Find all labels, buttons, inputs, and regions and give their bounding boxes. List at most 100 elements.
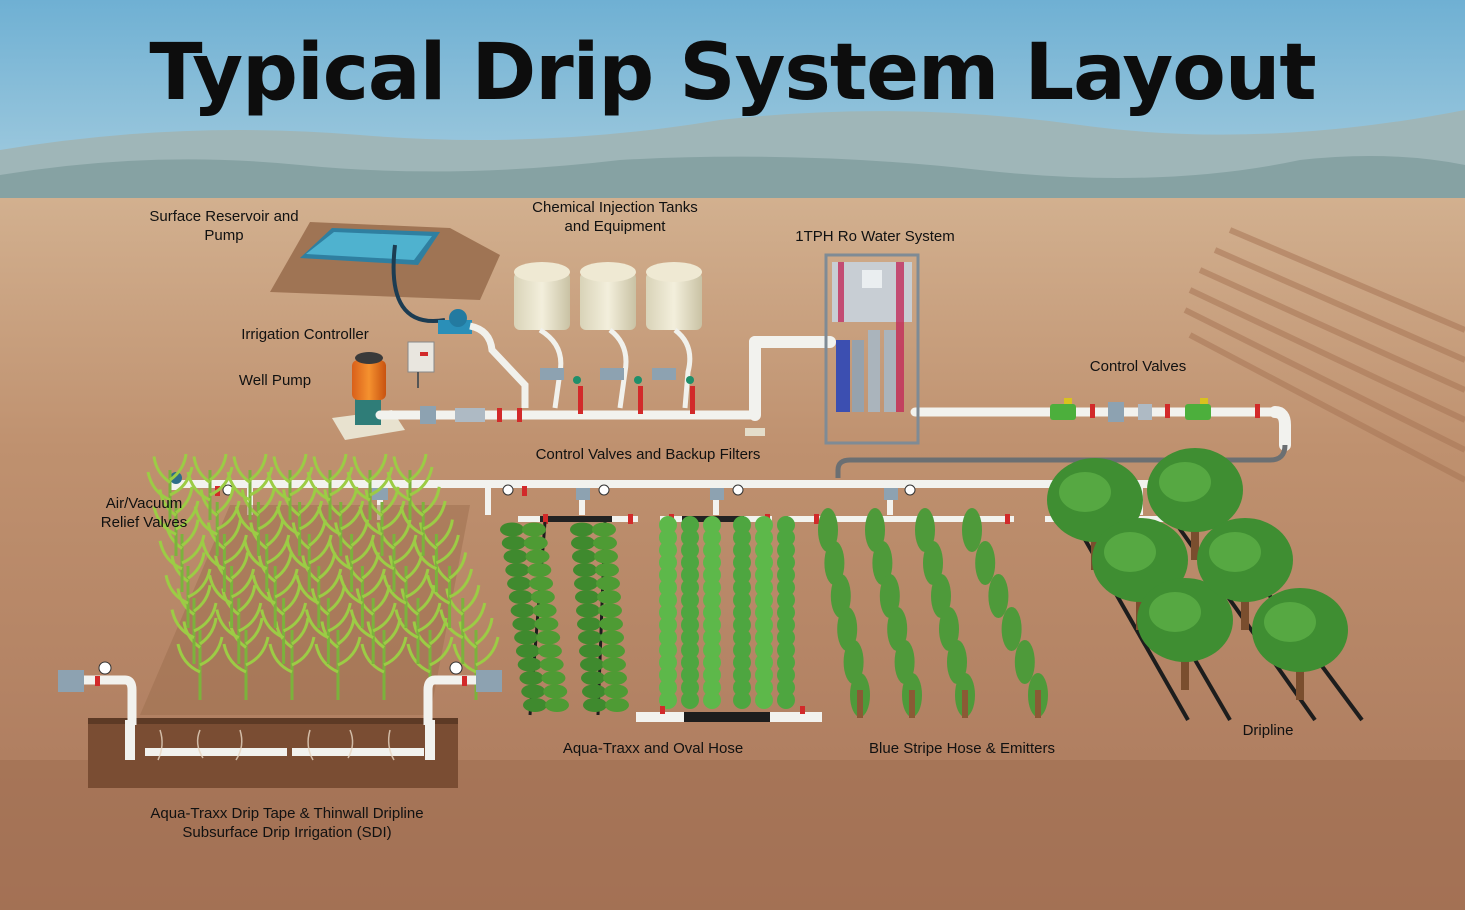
- corn-plant: [304, 584, 352, 664]
- label-surface-reservoir-line1: Surface Reservoir and: [149, 208, 299, 225]
- row-crop-plant: [536, 630, 561, 645]
- reservoir-hose: [391, 244, 446, 324]
- corn-plant: [170, 584, 218, 664]
- row-crop-plant: [604, 684, 628, 699]
- lettuce-plant: [659, 678, 677, 697]
- lettuce-plant: [733, 591, 751, 609]
- vine-plant: [947, 640, 967, 684]
- vine-plant: [818, 508, 838, 552]
- lettuce-plant: [659, 691, 677, 709]
- lettuce-plant: [733, 641, 751, 659]
- lettuce-plant: [703, 528, 721, 547]
- row-crop-plant: [539, 657, 564, 672]
- lettuce-plant: [755, 578, 773, 597]
- row-crop-plant: [596, 576, 620, 591]
- label-blue-stripe: Blue Stripe Hose & Emitters: [869, 740, 1055, 757]
- lettuce-plant: [733, 691, 751, 709]
- row-crop-plant: [510, 603, 535, 618]
- vine-plant: [887, 607, 908, 651]
- corn-plant: [386, 453, 434, 520]
- row-crop-plant: [571, 536, 595, 550]
- row-crop-plant: [597, 590, 621, 604]
- lettuce-plant: [659, 553, 677, 572]
- lettuce-plant: [733, 528, 751, 547]
- surface-reservoir: [270, 222, 500, 300]
- sdi-valve-bodies: [58, 661, 502, 692]
- lettuce-plant: [733, 628, 751, 647]
- row-crop-plant: [601, 644, 625, 658]
- lettuce-plant: [681, 553, 699, 572]
- row-crop-plant: [541, 671, 566, 685]
- lettuce-plant: [733, 653, 751, 672]
- vine-plant: [923, 541, 943, 585]
- corn-plant: [394, 584, 442, 664]
- corn-plant: [360, 617, 408, 700]
- row-crop-plant: [581, 671, 605, 685]
- corn-plant: [251, 552, 299, 628]
- lettuce-plant: [659, 666, 677, 684]
- lettuce-plant: [681, 566, 699, 584]
- corn-plant: [285, 519, 333, 592]
- lettuce-plant: [755, 628, 773, 647]
- lettuce-plant: [755, 653, 773, 672]
- lettuce-plant: [681, 628, 699, 647]
- label-air-vacuum-valves: Air/Vacuum Relief Valves: [90, 494, 198, 532]
- right-control-valves: [1050, 398, 1260, 422]
- lettuce-plant: [659, 578, 677, 597]
- row-crop-plant: [605, 698, 629, 712]
- row-crop-plant: [576, 603, 600, 618]
- ro-water-system: [824, 253, 920, 445]
- row-crop-plant: [514, 630, 539, 645]
- lettuce-plant: [755, 541, 773, 559]
- row-crop-plant: [507, 576, 532, 591]
- lettuce-plant: [777, 553, 795, 572]
- corn-plant: [346, 453, 394, 520]
- lettuce-plant: [703, 566, 721, 584]
- lettuce-plant: [777, 691, 795, 709]
- row-crop-plant: [525, 549, 550, 564]
- corn-plant: [200, 519, 248, 592]
- lettuce-plant: [681, 641, 699, 659]
- row-crop-plant: [583, 698, 607, 712]
- sdi-inlet-valves: [70, 675, 490, 725]
- corn-plant: [382, 552, 430, 628]
- row-crop-plant: [512, 617, 537, 631]
- lettuce-plant: [681, 516, 699, 534]
- lettuce-plant: [777, 603, 795, 622]
- chemical-tanks: [514, 262, 702, 330]
- row-crop-plant: [579, 644, 603, 658]
- row-crop-plant: [602, 657, 626, 672]
- lettuce-plant: [681, 603, 699, 622]
- corn-plant: [317, 486, 365, 556]
- row-crop-plant: [519, 671, 544, 685]
- lettuce-plant: [777, 666, 795, 684]
- row-crop-plant: [517, 657, 542, 672]
- label-surface-reservoir: Surface Reservoir and Pump: [144, 207, 304, 245]
- page-title: Typical Drip System Layout: [149, 28, 1316, 118]
- lettuce-plant: [681, 591, 699, 609]
- lettuce-plant: [777, 591, 795, 609]
- connecting-hose: [835, 444, 1288, 478]
- corn-plant: [222, 617, 270, 700]
- lettuce-plant: [755, 641, 773, 659]
- row-crop-plant: [595, 563, 619, 577]
- lettuce-plant: [777, 641, 795, 659]
- corn-plant: [338, 552, 386, 628]
- row-crop-plant: [537, 644, 562, 658]
- corn-plant: [164, 552, 212, 628]
- row-crop-plant: [600, 630, 624, 645]
- row-crop-plant: [530, 590, 555, 604]
- lettuce-plant: [659, 528, 677, 547]
- lettuce-plant: [703, 616, 721, 634]
- row-crop-plant: [594, 549, 618, 564]
- label-chemical-tanks-line1: Chemical Injection Tanks: [532, 199, 698, 216]
- row-crop-plant: [572, 549, 596, 564]
- vine-post: [909, 690, 915, 718]
- row-crop-plant: [580, 657, 604, 672]
- corn-plant: [208, 552, 256, 628]
- vine-plant: [824, 541, 845, 585]
- corn-plant: [328, 519, 376, 592]
- label-control-valves-filters: Control Valves and Backup Filters: [535, 446, 761, 463]
- label-sdi-line1: Aqua-Traxx Drip Tape & Thinwall Dripline: [150, 805, 424, 822]
